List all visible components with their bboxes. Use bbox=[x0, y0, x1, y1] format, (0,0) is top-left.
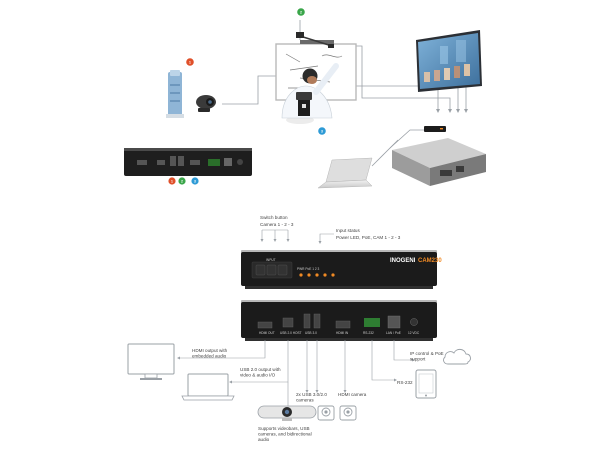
brand-logo: INOGENI bbox=[390, 258, 416, 264]
input-status-label: Input status bbox=[336, 228, 360, 233]
usb3-port-2[interactable] bbox=[313, 313, 321, 329]
svg-text:1: 1 bbox=[171, 179, 173, 183]
codec-box-icon bbox=[392, 138, 486, 186]
hdmi-camera-label: HDMI camera bbox=[338, 392, 367, 397]
cam2-led bbox=[323, 273, 327, 277]
front-panel-device: INPUT PWR PoE 1 2 3 INOGENI CAM230 bbox=[241, 250, 442, 289]
svg-text:PWR PoE 1 2 3: PWR PoE 1 2 3 bbox=[297, 267, 320, 271]
svg-text:RS-232: RS-232 bbox=[363, 331, 374, 335]
laptop-outline-icon bbox=[181, 373, 235, 401]
power-led bbox=[299, 273, 303, 277]
rs232-terminal[interactable] bbox=[364, 318, 380, 327]
ptz-camera-icon bbox=[196, 95, 216, 112]
port-badge-red: 1 bbox=[168, 177, 176, 185]
usb3-port-1[interactable] bbox=[303, 313, 311, 329]
svg-text:LAN / PoE: LAN / PoE bbox=[386, 331, 401, 335]
svg-text:3: 3 bbox=[321, 129, 323, 133]
input-status-sub: Power LED, PoE, CAM 1 - 2 - 3 bbox=[336, 235, 401, 240]
camera-switch-button-2[interactable] bbox=[266, 264, 277, 276]
power-jack[interactable] bbox=[410, 318, 418, 326]
rear-panel-section: HDMI OUT USB 2.0 HOST USB 3.0 HDMI IN RS… bbox=[177, 300, 437, 406]
usb2-host-port[interactable] bbox=[282, 317, 294, 328]
display-screen-icon bbox=[416, 30, 482, 92]
svg-text:HDMI OUT: HDMI OUT bbox=[259, 331, 275, 335]
lan-poe-port[interactable] bbox=[387, 315, 401, 329]
rear-panel-photo bbox=[124, 148, 252, 176]
rear-panel-device: HDMI OUT USB 2.0 HOST USB 3.0 HDMI IN RS… bbox=[241, 300, 437, 341]
hdmi-in-port[interactable] bbox=[335, 320, 351, 329]
svg-text:1: 1 bbox=[189, 60, 191, 64]
cam3-led bbox=[331, 273, 335, 277]
cam1-led bbox=[315, 273, 319, 277]
rs232-label: RS-232 bbox=[397, 380, 413, 385]
badge-2: 2 bbox=[297, 8, 305, 16]
badge-3: 3 bbox=[318, 127, 326, 135]
port-badge-blue: 3 bbox=[191, 177, 199, 185]
hdmi-camera-icon bbox=[339, 405, 357, 421]
camera-switch-button-3[interactable] bbox=[277, 264, 288, 276]
svg-text:2: 2 bbox=[300, 10, 302, 14]
front-panel-section: Switch button Camera 1 - 2 - 3 Input sta… bbox=[241, 215, 442, 289]
port-badge-green: 2 bbox=[178, 177, 186, 185]
laptop-icon bbox=[317, 157, 373, 189]
svg-text:3: 3 bbox=[194, 179, 196, 183]
document-camera-icon bbox=[296, 32, 334, 48]
svg-text:2: 2 bbox=[181, 179, 183, 183]
monitor-icon bbox=[127, 343, 175, 380]
badge-1: 1 bbox=[186, 58, 194, 66]
top-scene: 1 2 3 bbox=[124, 8, 486, 189]
presenter-figure bbox=[281, 63, 339, 124]
svg-text:12 VDC: 12 VDC bbox=[408, 331, 420, 335]
tablet-icon bbox=[415, 369, 437, 399]
switch-button-label: Switch button bbox=[260, 215, 288, 220]
videobar-icon bbox=[257, 405, 317, 421]
inogeni-small-unit-icon bbox=[424, 126, 446, 132]
svg-text:INPUT: INPUT bbox=[266, 258, 276, 262]
cloud-icon bbox=[443, 348, 471, 365]
tower-camera-icon bbox=[166, 70, 184, 118]
svg-text:HDMI IN: HDMI IN bbox=[336, 331, 349, 335]
poe-led bbox=[307, 273, 311, 277]
svg-text:USB 3.0: USB 3.0 bbox=[305, 331, 317, 335]
usb-camera-icon-1 bbox=[317, 405, 335, 421]
camera-switch-button-1[interactable] bbox=[255, 264, 266, 276]
hdmi-out-port[interactable] bbox=[257, 321, 273, 329]
switch-button-sub: Camera 1 - 2 - 3 bbox=[260, 222, 294, 227]
svg-text:USB 2.0 HOST: USB 2.0 HOST bbox=[280, 331, 302, 335]
model-label: CAM230 bbox=[418, 258, 442, 264]
